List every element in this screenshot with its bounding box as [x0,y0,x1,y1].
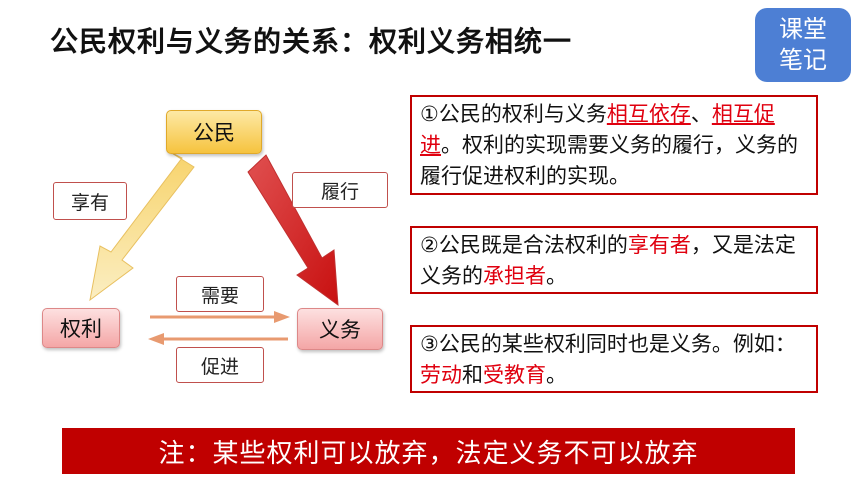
point-2-text-c: ，又是法定义务的 [420,233,796,288]
enjoy-label: 享有 [53,182,127,220]
point-2-keyword-bearer: 承担者 [483,264,546,288]
point-3-text-a: ③公民的某些权利同时也是义务。例如： [420,332,796,356]
point-1-keyword-mutual-promotion: 相互促进 [420,102,775,157]
point-3-box: ③公民的某些权利同时也是义务。例如： 劳动和受教育。 [410,325,818,393]
perform-arrow [247,154,339,307]
promote-label: 促进 [176,347,264,383]
point-3-text-e: 。 [546,363,567,387]
page-title: 公民权利与义务的关系：权利义务相统一 [50,25,573,58]
citizen-node: 公民 [166,110,262,154]
duty-node: 义务 [297,308,383,350]
badge-line-1: 课堂 [779,15,827,43]
point-3-keyword-education: 受教育 [483,363,546,387]
promote-arrow [148,333,288,345]
point-1-text-c: 、 [690,102,712,126]
point-1-keyword-interdependent: 相互依存 [606,102,691,126]
point-2-text-a: ②公民既是合法权利的 [420,233,628,257]
badge-line-2: 笔记 [779,46,827,74]
note-banner: 注：某些权利可以放弃，法定义务不可以放弃 [62,428,795,474]
point-2-box: ②公民既是合法权利的享有者，又是法定义务的承担者。 [410,226,818,294]
need-arrow [150,311,290,323]
rights-node: 权利 [42,308,120,348]
enjoy-arrow [89,151,195,302]
point-1-box: ①公民的权利与义务相互依存、相互促进。权利的实现需要义务的履行，义务的履行促进权… [410,95,818,195]
point-1-text-e: 。权利的实现需要义务的履行，义务的履行促进权利的实现。 [420,133,798,188]
point-1-text-a: ①公民的权利与义务 [420,102,607,126]
need-label: 需要 [176,276,264,312]
perform-label: 履行 [292,172,388,208]
point-3-keyword-labor: 劳动 [420,363,462,387]
point-3-text-c: 和 [462,363,483,387]
point-2-text-e: 。 [546,264,567,288]
class-notes-badge: 课堂 笔记 [755,8,851,82]
point-2-keyword-holder: 享有者 [627,233,691,257]
